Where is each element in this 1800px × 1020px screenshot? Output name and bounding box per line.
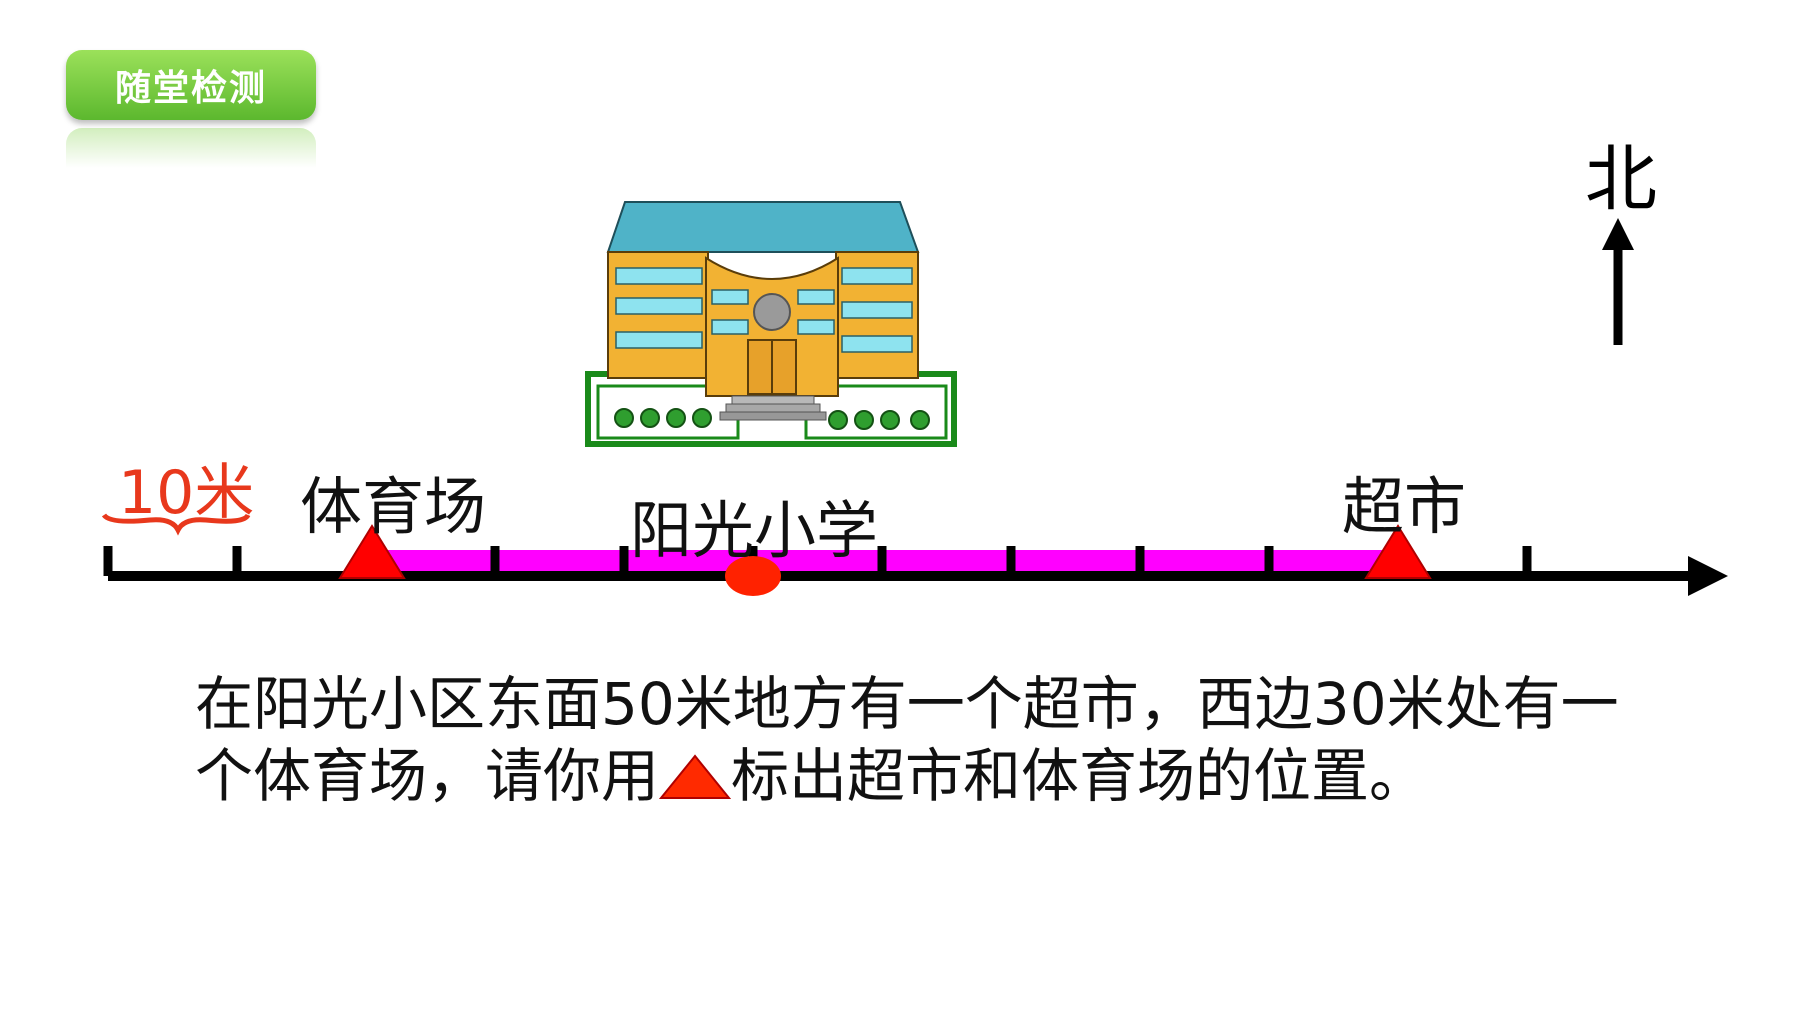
north-label: 北 [1585,137,1658,221]
question-part2: 标出超市和体育场的位置。 [731,742,1428,810]
stadium-marker [338,524,406,579]
stadium-label: 体育场 [300,470,487,543]
school-label: 阳光小学 [630,494,879,567]
school-point-icon [725,556,781,596]
axis-arrow-icon [1688,556,1728,596]
triangle-marker-icon [659,754,732,799]
badge-label: 随堂检测 [114,68,267,109]
scale-label: 10米 [118,458,255,528]
supermarket-label: 超市 [1342,470,1467,543]
north-arrow-icon [1602,218,1634,345]
school-building-icon [585,201,957,447]
scale-brace [101,513,251,536]
section-badge: 随堂检测 [66,50,316,120]
supermarket-marker [1364,524,1432,579]
question-text: 在阳光小区东面50米地方有一个超市，西边30米处有一个体育场，请你用标出超市和体… [195,668,1675,812]
badge-reflection [66,128,316,168]
tick-marks [103,546,1532,576]
question-part1: 在阳光小区东面50米地方有一个超市，西边30米处有一个体育场，请你用 [195,670,1619,810]
